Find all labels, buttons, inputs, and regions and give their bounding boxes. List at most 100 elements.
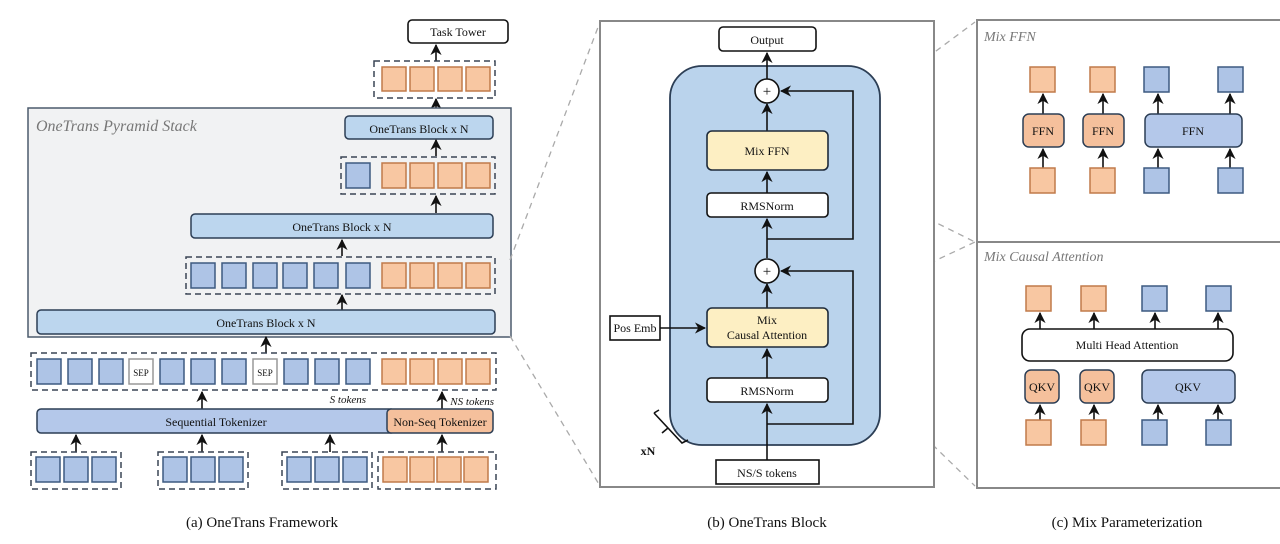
onetrans-block-top-label: OneTrans Block x N (369, 122, 469, 136)
zoom-connector (509, 335, 601, 487)
ns-token (1080, 419, 1107, 446)
ns-token (381, 262, 407, 289)
s-token (159, 358, 185, 385)
pos-emb-box (609, 315, 661, 341)
input-ns-tokens (381, 358, 491, 385)
s-token (190, 456, 216, 483)
s-token (313, 262, 339, 289)
s-token (1141, 419, 1168, 446)
s-token (221, 358, 247, 385)
rmsnorm-top-box (706, 192, 829, 218)
s-token (314, 358, 340, 385)
ns-token (465, 262, 491, 289)
s-token (1205, 285, 1232, 312)
seq-feature-group (281, 451, 373, 490)
sequential-tokenizer-label: Sequential Tokenizer (165, 415, 266, 429)
ns-token (1029, 167, 1056, 194)
ns-token (1080, 285, 1107, 312)
ns-token (1089, 66, 1116, 93)
residual-skip-bottom (767, 265, 854, 425)
input-s-tokens: SEP SEP (36, 358, 371, 385)
s-token (35, 456, 61, 483)
pyramid-stack-title: OneTrans Pyramid Stack (36, 118, 198, 135)
s-token (190, 262, 216, 289)
mix-ffn-title: Mix FFN (983, 30, 1036, 45)
multi-head-attention-label: Multi Head Attention (1076, 338, 1179, 352)
ns-token (465, 66, 491, 92)
ns-qkv-box (1024, 369, 1060, 404)
ns-ffn-box (1082, 113, 1125, 148)
pos-emb-label: Pos Emb (613, 321, 656, 335)
s-token (1141, 285, 1168, 312)
s-token (314, 456, 340, 483)
repeat-label: xN (641, 444, 656, 458)
ns-token (437, 162, 463, 189)
ns-token (436, 456, 462, 483)
s-token (91, 456, 117, 483)
ns-qkv-box (1079, 369, 1115, 404)
sep-token (252, 358, 278, 385)
ns-token (1029, 66, 1056, 93)
input-tokens-box (715, 459, 820, 485)
ns-token (409, 358, 435, 385)
nonseq-feature-group (377, 451, 497, 490)
nonseq-tokenizer (386, 408, 494, 434)
caption-c: (c) Mix Parameterization (1052, 515, 1203, 531)
s-token (286, 456, 312, 483)
sep-token (128, 358, 154, 385)
s-shared-ffn-box (1144, 113, 1243, 148)
mix-attention-panel (976, 241, 1280, 489)
output-label: Output (750, 33, 784, 47)
onetrans-block-mid-label: OneTrans Block x N (292, 220, 392, 234)
s-token (282, 262, 308, 289)
residual-skip-top (767, 85, 854, 240)
s-shared-qkv-box (1141, 369, 1236, 404)
s-token (345, 262, 371, 289)
ns-token (1025, 285, 1052, 312)
panel-a-framework: Task Tower OneTrans Pyramid Stack OneTra… (27, 19, 512, 531)
zoom-connector (509, 21, 601, 261)
s-token (1143, 167, 1170, 194)
task-tower-label: Task Tower (430, 25, 486, 39)
qkv-label: QKV (1029, 380, 1055, 394)
ns-token (437, 262, 463, 289)
s-token (162, 456, 188, 483)
qkv-label: QKV (1175, 380, 1201, 394)
nonseq-tokenizer-label: Non-Seq Tokenizer (393, 415, 486, 429)
mix-ffn-label: Mix FFN (744, 144, 789, 158)
mix-ffn-box (706, 130, 829, 171)
seq-feature-group (30, 451, 122, 490)
repeat-brace (653, 409, 689, 444)
layer1-ns-tokens (381, 262, 491, 289)
ns-token (409, 162, 435, 189)
layer1-s-tokens (190, 262, 371, 289)
panel-c-mix-parameterization: Mix FFN FFN FFN FFN Mix Causal Attention (976, 19, 1280, 531)
s-token (67, 358, 93, 385)
s-token (98, 358, 124, 385)
ns-token (437, 358, 463, 385)
mix-causal-attention-box (706, 307, 829, 348)
s-token (345, 358, 371, 385)
caption-b: (b) OneTrans Block (707, 515, 827, 531)
ns-ffn-box (1022, 113, 1065, 148)
s-token (36, 358, 62, 385)
rmsnorm-bottom-label: RMSNorm (740, 384, 794, 398)
seq-feature-group (157, 451, 249, 490)
s-token (221, 262, 247, 289)
s-token (190, 358, 216, 385)
ffn-label: FFN (1182, 124, 1204, 138)
ffn-label: FFN (1032, 124, 1054, 138)
s-tokens-label: S tokens (330, 394, 366, 406)
onetrans-block-bottom-label: OneTrans Block x N (216, 316, 316, 330)
caption-a: (a) OneTrans Framework (186, 515, 338, 531)
sep-token-label: SEP (257, 368, 273, 378)
ns-token (382, 456, 408, 483)
task-tower-box (407, 19, 509, 44)
onetrans-block-bottom (36, 309, 496, 335)
output-box (718, 26, 817, 52)
s-token (1143, 66, 1170, 93)
ns-token (1025, 419, 1052, 446)
s-token (342, 456, 368, 483)
ns-token (465, 358, 491, 385)
